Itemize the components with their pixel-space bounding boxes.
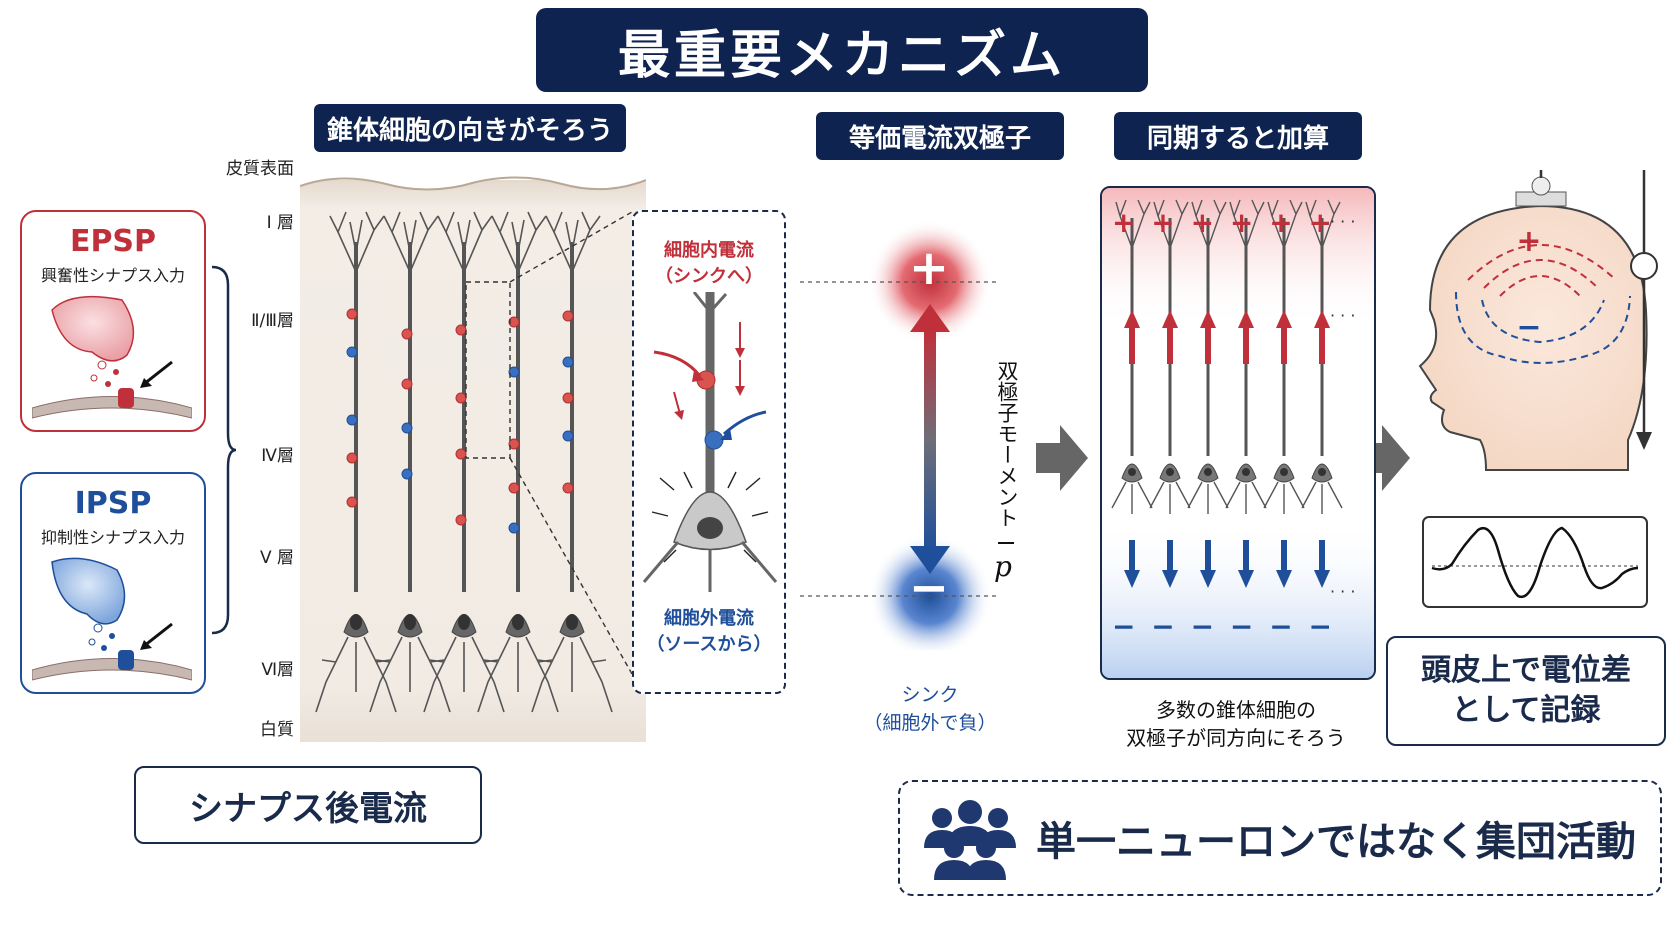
plus-sign: + <box>1190 206 1215 239</box>
plus-sign: + <box>1151 206 1175 239</box>
head-eeg-illustration <box>1418 170 1658 471</box>
right-arrow-icon <box>1036 425 1088 491</box>
plus-sign: + <box>1229 206 1254 239</box>
dipole-moment-symbol: p <box>994 550 1012 583</box>
layer-2-3: Ⅱ/Ⅲ層 <box>251 311 294 331</box>
group-people-icon <box>924 800 1016 880</box>
population-box: 単一ニューロンではなく集団活動 <box>898 780 1662 896</box>
epsp-desc: 興奮性シナプス入力 <box>40 266 185 285</box>
dipole-minus: − <box>908 560 950 616</box>
summation-caption-1: 多数の錐体細胞の <box>1156 698 1316 722</box>
section-summation: 同期すると加算 <box>1114 112 1362 160</box>
minus-sign: − <box>1269 610 1293 643</box>
layer-white-matter: 白質 <box>260 720 294 740</box>
inhibitory-synapse-icon <box>32 557 192 681</box>
layer-1: Ⅰ 層 <box>266 213 294 233</box>
ellipsis-bottom: · · · <box>1330 582 1356 601</box>
scalp-plus: + <box>1516 224 1542 259</box>
ellipsis-mid: · · · <box>1330 306 1356 325</box>
ipsp-card: IPSP 抑制性シナプス入力 <box>20 472 206 694</box>
minus-sign: − <box>1308 610 1332 643</box>
record-text-1: 頭皮上で電位差 <box>1421 652 1631 688</box>
dipole-plus: + <box>908 240 950 296</box>
excitatory-synapse-icon <box>32 295 192 419</box>
zoom-panel: 細胞内電流 （シンクへ） 細胞外電流 （ソースから） <box>632 210 786 694</box>
main-title: 最重要メカニズム <box>536 8 1148 92</box>
right-arrow-icon-2 <box>1358 425 1410 491</box>
section-orientation: 錐体細胞の向きがそろう <box>314 104 626 152</box>
minus-sign: − <box>1112 610 1136 643</box>
summation-caption-2: 双極子が同方向にそろう <box>1126 726 1346 750</box>
plus-sign: + <box>1269 206 1293 239</box>
dipole-illustration <box>800 220 1000 650</box>
ipsp-label: IPSP <box>74 486 152 521</box>
postsynaptic-box: シナプス後電流 <box>134 766 482 844</box>
summation-panel <box>1100 186 1376 680</box>
neuron-population-illustration <box>1102 188 1374 678</box>
record-box: 頭皮上で電位差 として記録 <box>1386 636 1666 746</box>
minus-sign: − <box>1229 610 1254 643</box>
minus-row: − − − − − − <box>1112 610 1332 643</box>
sink-sub: （細胞外で負） <box>863 712 997 734</box>
minus-sign: − <box>1190 610 1215 643</box>
plus-sign: + <box>1308 206 1332 239</box>
ellipsis-top: · · · <box>1330 212 1356 231</box>
epsp-card: EPSP 興奮性シナプス入力 <box>20 210 206 432</box>
scalp-minus: − <box>1516 310 1542 345</box>
eeg-waveform <box>1422 516 1648 608</box>
dipole-moment-label: 双極子モーメント <box>995 360 1019 528</box>
layer-4: Ⅳ層 <box>261 446 294 466</box>
cortex-illustration <box>300 172 646 742</box>
layer-surface: 皮質表面 <box>226 159 294 179</box>
bracket <box>211 265 236 635</box>
section-dipole: 等価電流双極子 <box>816 112 1064 160</box>
zoom-connector <box>509 211 633 675</box>
record-text-2: として記録 <box>1451 693 1601 728</box>
vector-arrow-icon <box>998 542 1014 544</box>
layer-6: Ⅵ層 <box>261 660 294 680</box>
plus-row: + + + + + + <box>1112 206 1332 239</box>
intracellular-label: 細胞内電流 <box>664 240 754 261</box>
extracellular-label: 細胞外電流 <box>664 608 754 629</box>
ipsp-desc: 抑制性シナプス入力 <box>40 528 185 547</box>
sink-label: シンク <box>901 684 959 706</box>
layer-5: Ⅴ 層 <box>259 548 294 568</box>
neuron-zoom-icon <box>642 292 778 592</box>
intracellular-sub: （シンクへ） <box>655 266 763 287</box>
population-text: 単一ニューロンではなく集団活動 <box>1036 819 1636 865</box>
epsp-label: EPSP <box>69 224 157 259</box>
plus-sign: + <box>1112 206 1136 239</box>
minus-sign: − <box>1151 610 1175 643</box>
extracellular-sub: （ソースから） <box>646 634 772 655</box>
